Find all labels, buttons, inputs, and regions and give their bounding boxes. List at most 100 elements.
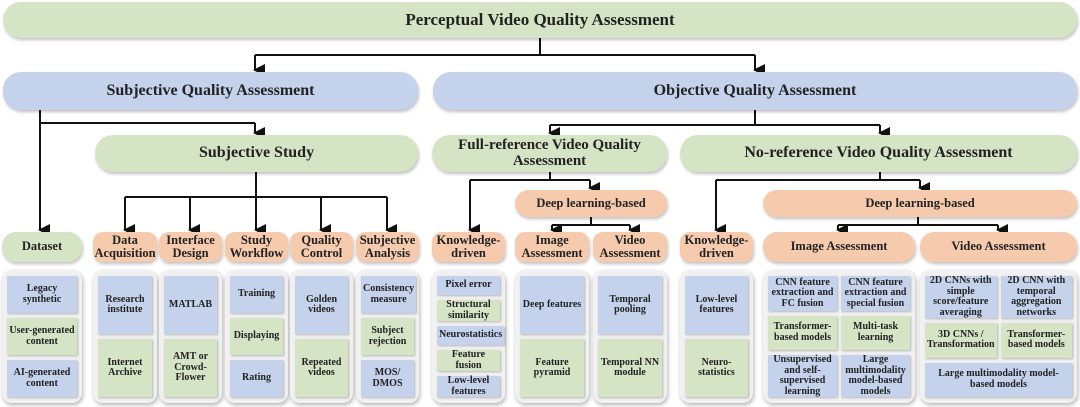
item-row: AMT or Crowd-Flower <box>164 339 217 397</box>
list-item: Multi-task learning <box>841 315 910 350</box>
list-item: Internet Archive <box>98 339 152 397</box>
item-row: MOS/ DMOS <box>361 360 414 397</box>
subjective-analysis-header: Subjective Analysis <box>356 232 419 262</box>
list-item: CNN feature extraction and special fusio… <box>841 276 910 311</box>
root-node: Perceptual Video Quality Assessment <box>3 2 1077 38</box>
list-item: Displaying <box>230 318 283 355</box>
item-row: Low-level features <box>685 276 748 334</box>
item-row: AI-generated content <box>7 360 77 397</box>
nr-image-header: Image Assessment <box>763 232 915 262</box>
item-row: Deep features <box>520 276 584 334</box>
nr-video-header: Video Assessment <box>920 232 1077 262</box>
list-item: Temporal pooling <box>598 276 662 334</box>
nr-video-container: 2D CNNs with simple score/feature averag… <box>920 270 1077 403</box>
objective-qa-node: Objective Quality Assessment <box>433 72 1077 110</box>
list-item: 3D CNNs / Transformation <box>925 323 997 358</box>
subjective-study-node: Subjective Study <box>95 135 418 172</box>
list-item: User-generated content <box>7 318 77 355</box>
full-reference-node: Full-reference Video Quality Assessment <box>432 135 667 172</box>
quality-control-header: Quality Control <box>290 232 353 262</box>
item-row: Consistency measure <box>361 276 417 313</box>
dataset-header: Dataset <box>2 232 82 262</box>
data-acquisition-header: Data Acquisition <box>93 232 157 262</box>
list-item: Large multimodality model-based models <box>925 362 1072 397</box>
list-item: MATLAB <box>164 276 217 334</box>
item-row: Temporal pooling <box>598 276 662 334</box>
item-row: Research institute <box>98 276 152 334</box>
item-row: Neuro-statistics <box>685 339 748 397</box>
nr-deep-learning-node: Deep learning-based <box>763 190 1077 217</box>
list-item: Transformer-based models <box>1000 323 1072 358</box>
list-item: 2D CNNs with simple score/feature averag… <box>925 275 997 318</box>
item-row: MATLAB <box>164 276 217 334</box>
item-row: Golden videos <box>295 276 348 334</box>
list-item: Temporal NN module <box>598 339 662 397</box>
list-item: Rating <box>230 360 283 397</box>
list-item: Low-level features <box>685 276 748 334</box>
list-item: Neuro-statistics <box>685 339 748 397</box>
item-row: Training <box>230 276 283 313</box>
list-item: Unsupervised and self-supervised learnin… <box>768 354 837 397</box>
item-row: Feature pyramid <box>520 339 584 397</box>
item-row: Rating <box>230 360 283 397</box>
item-row: Unsupervised and self-supervised learnin… <box>768 354 910 397</box>
list-item: MOS/ DMOS <box>361 360 414 397</box>
no-reference-node: No-reference Video Quality Assessment <box>680 135 1077 172</box>
item-row: Temporal NN module <box>598 339 662 397</box>
list-item: AMT or Crowd-Flower <box>164 339 217 397</box>
fr-image-header: Image Assessment <box>515 232 589 262</box>
interface-design-header: Interface Design <box>159 232 222 262</box>
list-item: Feature pyramid <box>520 339 584 397</box>
fr-knowledge-header: Knowledge-driven <box>432 232 505 262</box>
list-item: Feature fusion <box>437 349 500 371</box>
fr-video-header: Video Assessment <box>593 232 667 262</box>
item-row: Internet Archive <box>98 339 152 397</box>
list-item: CNN feature extraction and FC fusion <box>768 276 837 311</box>
list-item: Repeated videos <box>295 339 348 397</box>
list-item: Low-level features <box>437 375 500 397</box>
item-row: Legacy synthetic <box>7 276 77 313</box>
item-row: Neurostatistics <box>437 326 505 345</box>
item-row: Subject rejection <box>361 318 414 355</box>
list-item: Pixel error <box>437 276 500 295</box>
list-item: Research institute <box>98 276 152 334</box>
item-row: Large multimodality model-based models <box>925 362 1072 397</box>
list-item: AI-generated content <box>7 360 77 397</box>
item-row: Low-level features <box>437 375 500 397</box>
nr-knowledge-header: Knowledge-driven <box>680 232 753 262</box>
list-item: Structural similarity <box>437 299 500 321</box>
list-item: Subject rejection <box>361 318 414 355</box>
list-item: Legacy synthetic <box>7 276 77 313</box>
list-item: Golden videos <box>295 276 348 334</box>
subjective-qa-node: Subjective Quality Assessment <box>3 72 418 110</box>
item-row: Feature fusion <box>437 349 500 371</box>
list-item: Neurostatistics <box>437 326 505 345</box>
list-item: Large multimodality model-based models <box>841 354 910 397</box>
list-item: Transformer-based models <box>768 315 837 350</box>
list-item: Consistency measure <box>361 276 417 313</box>
list-item: 2D CNN with temporal aggregation network… <box>1000 275 1072 318</box>
item-row: Repeated videos <box>295 339 348 397</box>
item-row: Structural similarity <box>437 299 500 321</box>
list-item: Training <box>230 276 283 313</box>
list-item: Deep features <box>520 276 584 334</box>
item-row: User-generated content <box>7 318 77 355</box>
item-row: Pixel error <box>437 276 500 295</box>
fr-deep-learning-node: Deep learning-based <box>515 190 667 217</box>
study-workflow-header: Study Workflow <box>225 232 288 262</box>
